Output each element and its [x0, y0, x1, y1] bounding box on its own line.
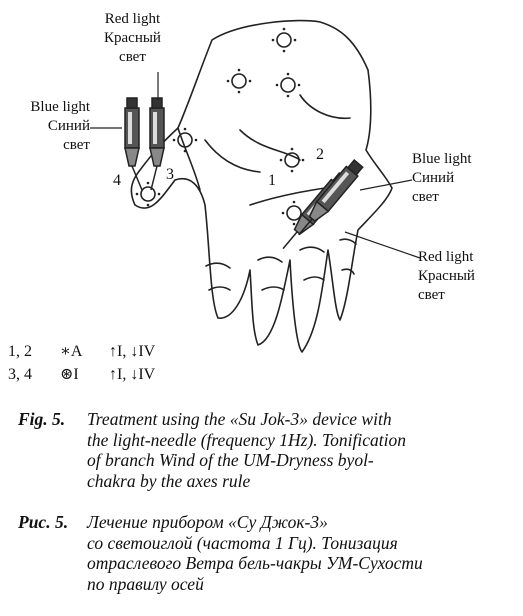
caption-en: Fig. 5. Treatment using the «Su Jok-3» de…	[18, 409, 518, 491]
label-line: Красный	[104, 30, 161, 46]
caption-en-line: Treatment using the «Su Jok-3» device wi…	[87, 409, 392, 429]
label-line: Синий	[47, 118, 90, 134]
acupoint-6	[286, 205, 302, 221]
caption-ru-label: Рис. 5.	[18, 512, 69, 532]
legend-points: 3, 4	[8, 366, 32, 383]
device-right-blue	[298, 159, 364, 236]
point-number-3: 3	[166, 166, 174, 183]
legend-symbol: ∗A	[60, 343, 83, 360]
acupoint-2	[231, 73, 247, 89]
label-line: свет	[119, 49, 146, 65]
legend-arrows: ↑I, ↓IV	[109, 366, 156, 383]
caption-ru: Рис. 5. Лечение прибором «Су Джок-3» со с…	[18, 512, 518, 594]
label-right-blue: Blue light Синий свет	[412, 150, 472, 207]
label-line: Red light	[104, 11, 161, 27]
legend-points: 1, 2	[8, 343, 32, 360]
caption-en-label: Fig. 5.	[18, 409, 66, 429]
label-line: Red light	[418, 249, 474, 265]
caption-ru-line: отраслевого Ветра бель-чакры УМ-Сухости	[87, 553, 423, 573]
caption-ru-line: Лечение прибором «Су Джок-3»	[87, 512, 328, 532]
label-left-blue: Blue light Синий свет	[10, 98, 90, 155]
acupoint-dots	[135, 27, 307, 226]
label-line: Blue light	[30, 99, 90, 115]
acupoint-3	[280, 77, 296, 93]
point-number-2: 2	[316, 146, 324, 163]
label-right-red: Red light Красный свет	[418, 248, 475, 305]
acupoint-4	[177, 132, 193, 148]
legend-arrows: ↑I, ↓IV	[109, 343, 156, 360]
caption-en-line: of branch Wind of the UM-Dryness byol-	[87, 450, 374, 470]
point-number-1: 1	[268, 172, 276, 189]
caption-ru-line: по правилу осей	[87, 573, 204, 594]
palm-outline	[130, 19, 393, 353]
caption-en-line: the light-needle (frequency 1Hz). Tonifi…	[87, 429, 406, 450]
device-left-red	[149, 97, 165, 191]
legend-symbol: ⊛I	[60, 366, 79, 383]
label-line: свет	[418, 287, 445, 303]
label-line: Blue light	[412, 151, 472, 167]
acupoint-1	[276, 32, 292, 48]
label-line: Синий	[412, 170, 455, 186]
device-left-blue	[124, 97, 143, 191]
acupoint-5	[284, 152, 300, 168]
label-line: свет	[63, 137, 90, 153]
label-top-red: Red light Красный свет	[104, 10, 161, 67]
label-line: свет	[412, 189, 439, 205]
caption-ru-line: со светоиглой (частота 1 Гц). Тонизация	[87, 532, 398, 553]
caption-en-line: chakra by the axes rule	[87, 470, 251, 491]
legend-row-1: 1, 2 ∗A ↑I, ↓IV	[8, 341, 155, 361]
label-line: Красный	[418, 268, 475, 284]
acupoint-7	[140, 186, 156, 202]
point-number-4: 4	[113, 172, 121, 189]
legend-row-2: 3, 4 ⊛I ↑I, ↓IV	[8, 364, 155, 384]
